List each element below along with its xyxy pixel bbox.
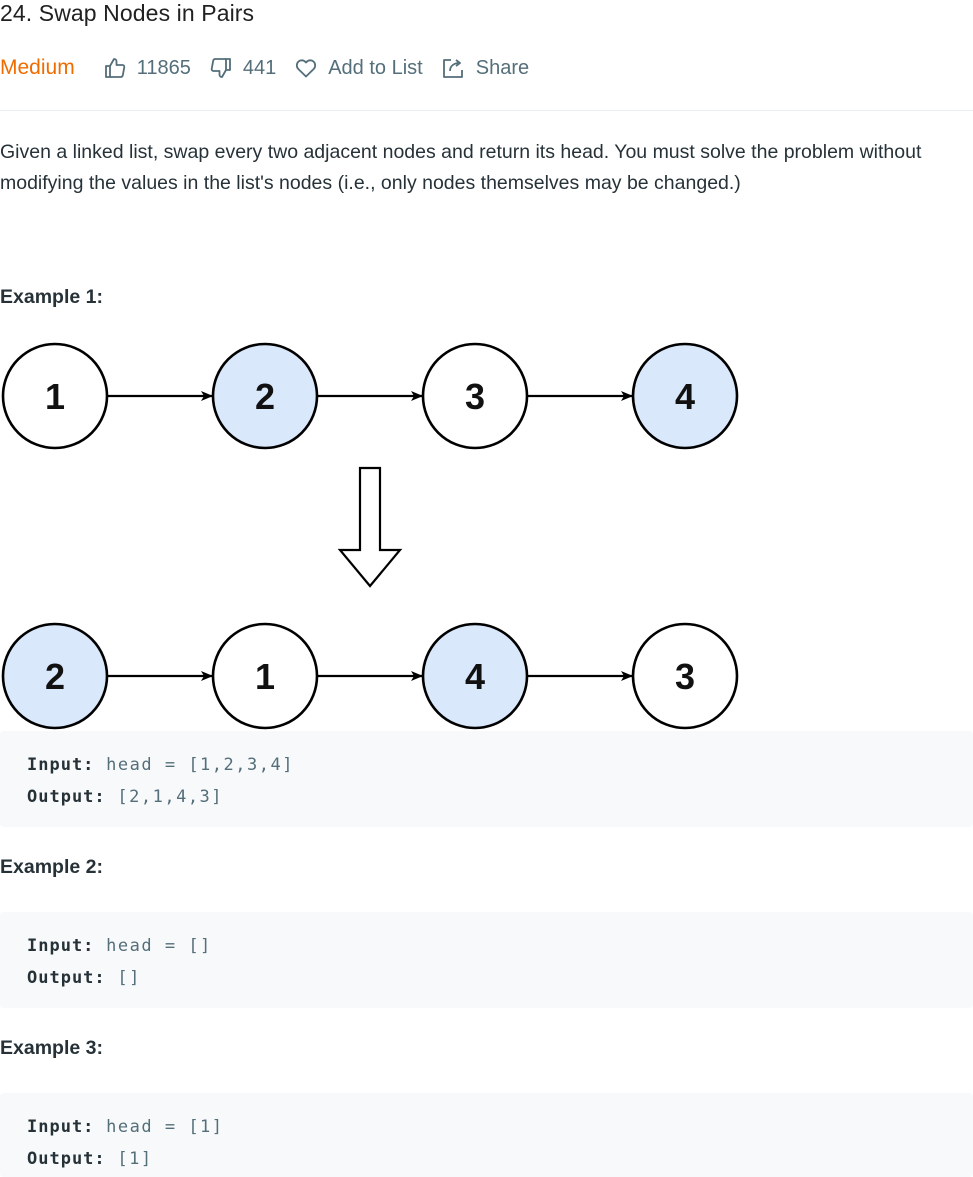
- list-node-value: 2: [45, 656, 65, 697]
- input-label: Input:: [27, 755, 95, 775]
- dislike-button[interactable]: 441: [209, 56, 276, 80]
- thumbs-up-icon: [104, 58, 125, 78]
- output-label: Output:: [27, 786, 106, 807]
- share-button[interactable]: Share: [441, 56, 529, 80]
- down-arrow-icon: [337, 466, 403, 588]
- dislike-count: 441: [242, 56, 277, 79]
- example-3-title: Example 3:: [0, 1037, 103, 1059]
- example-2-code: Input: head = [] Output: []: [0, 912, 973, 1008]
- thumbs-down-icon: [210, 58, 231, 78]
- header-divider: [0, 110, 973, 111]
- swap-diagram: 1 2 3 4 2 1 4 3: [1, 342, 739, 730]
- input-label: Input:: [27, 1117, 95, 1137]
- problem-meta-bar: Medium 11865 441 Add to List Share: [0, 53, 547, 83]
- output-value: [1]: [117, 1148, 153, 1169]
- linked-list-after: 2 1 4 3: [1, 622, 739, 730]
- example-2-title: Example 2:: [0, 856, 103, 878]
- problem-title: 24. Swap Nodes in Pairs: [0, 0, 255, 26]
- list-node-circle: [631, 622, 739, 730]
- example-1-output-line: Output: [2,1,4,3]: [27, 782, 946, 814]
- example-3-output-line: Output: [1]: [27, 1144, 946, 1176]
- input-value: head = [1,2,3,4]: [106, 755, 294, 775]
- output-label: Output:: [27, 1148, 106, 1169]
- example-1-title: Example 1:: [0, 286, 103, 308]
- list-node-circle: [421, 622, 529, 730]
- list-node-value: 1: [255, 656, 275, 697]
- list-node-circle: [631, 342, 739, 450]
- add-to-list-button[interactable]: Add to List: [294, 56, 423, 80]
- list-node-circle: [421, 342, 529, 450]
- input-label: Input:: [27, 936, 95, 956]
- list-node-value: 2: [255, 376, 275, 417]
- output-label: Output:: [27, 967, 106, 988]
- list-node-circle: [1, 342, 109, 450]
- example-3-input-line: Input: head = [1]: [27, 1112, 946, 1144]
- list-node-circle: [211, 622, 319, 730]
- example-2-input-line: Input: head = []: [27, 931, 946, 963]
- list-node-value: 4: [675, 376, 695, 417]
- list-node-value: 4: [465, 656, 485, 697]
- heart-icon: [296, 59, 317, 78]
- output-value: [2,1,4,3]: [117, 786, 224, 807]
- linked-list-before: 1 2 3 4: [1, 342, 739, 450]
- input-value: head = []: [106, 936, 212, 956]
- add-to-list-label: Add to List: [328, 56, 423, 79]
- list-node-value: 3: [675, 656, 695, 697]
- problem-description: Given a linked list, swap every two adja…: [0, 141, 922, 194]
- example-1-input-line: Input: head = [1,2,3,4]: [27, 750, 946, 782]
- share-label: Share: [475, 56, 530, 79]
- like-count: 11865: [136, 56, 191, 79]
- like-button[interactable]: 11865: [103, 56, 191, 80]
- example-2-output-line: Output: []: [27, 963, 946, 995]
- output-value: []: [117, 967, 141, 988]
- example-1-code: Input: head = [1,2,3,4] Output: [2,1,4,3…: [0, 731, 973, 827]
- list-node-circle: [1, 622, 109, 730]
- difficulty-badge: Medium: [0, 56, 75, 79]
- input-value: head = [1]: [106, 1117, 224, 1137]
- example-3-code: Input: head = [1] Output: [1]: [0, 1093, 973, 1177]
- list-node-value: 3: [465, 376, 485, 417]
- list-node-circle: [211, 342, 319, 450]
- share-icon: [442, 59, 463, 78]
- list-node-value: 1: [45, 376, 65, 417]
